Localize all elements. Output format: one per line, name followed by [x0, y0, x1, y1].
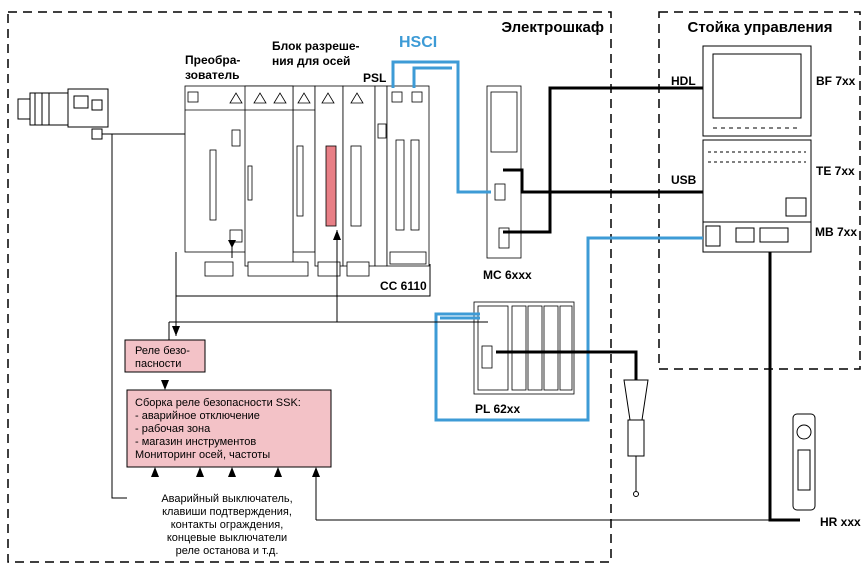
- psl-label: PSL: [363, 71, 386, 85]
- hdl-label: HDL: [671, 74, 696, 88]
- te-label: TE 7xx: [816, 164, 855, 178]
- pl-label: PL 62xx: [475, 402, 520, 416]
- inverter-unit: [184, 85, 375, 277]
- wiring: [102, 133, 794, 521]
- ssk-line-4: - магазин инструментов: [135, 436, 256, 448]
- axis-enable-unit: [314, 85, 376, 277]
- pl-62xx-unit: [473, 301, 575, 395]
- axis-enable-label-1: Блок разреше-: [272, 39, 360, 53]
- cc-label: CC 6110: [380, 279, 427, 293]
- inverter-label-1: Преобра-: [185, 53, 240, 67]
- inputs-line-5: реле останова и т.д.: [176, 545, 279, 557]
- hsci-cables: [391, 60, 703, 422]
- inputs-line-2: клавиши подтверждения,: [162, 506, 292, 518]
- mb-label: MB 7xx: [815, 225, 857, 239]
- inputs-line-1: Аварийный выключатель,: [161, 493, 292, 505]
- ssk-line-3: - рабочая зона: [135, 423, 211, 435]
- axis-enable-label-2: ния для осей: [272, 54, 350, 68]
- hr-xxx-handwheel: [792, 413, 816, 511]
- cc-6110-unit: [374, 85, 430, 267]
- safety-relay-label-2: пасности: [135, 358, 181, 370]
- inputs-line-4: концевые выключатели: [167, 532, 287, 544]
- signal-arrows: [151, 230, 341, 477]
- bf-label: BF 7xx: [816, 74, 856, 88]
- cabinet-boundary: [7, 11, 612, 563]
- hr-label: HR xxx: [820, 515, 861, 529]
- bf-7xx-screen: [702, 45, 812, 137]
- safety-relay-label-1: Реле безо-: [135, 345, 190, 357]
- usb-label: USB: [671, 173, 697, 187]
- te-7xx-keyboard: [702, 139, 812, 223]
- ssk-line-5: Мониторинг осей, частоты: [135, 449, 270, 461]
- ssk-line-1: Сборка реле безопасности SSK:: [135, 397, 301, 409]
- inverter-label-2: зователь: [185, 68, 239, 82]
- safety-relay-box: [124, 339, 206, 373]
- touch-probe-icon: [623, 379, 649, 497]
- mc-label: MC 6xxx: [483, 268, 532, 282]
- console-title: Стойка управления: [687, 19, 832, 36]
- hsci-label: HSCI: [399, 34, 437, 51]
- ssk-box: [126, 389, 332, 468]
- mc-6xxx-unit: [486, 85, 522, 259]
- inputs-line-3: контакты ограждения,: [171, 519, 284, 531]
- ssk-line-2: - аварийное отключение: [135, 410, 260, 422]
- cabinet-title: Электрошкаф: [501, 19, 604, 36]
- mb-7xx-panel: [702, 221, 812, 253]
- motor-icon: [17, 88, 109, 140]
